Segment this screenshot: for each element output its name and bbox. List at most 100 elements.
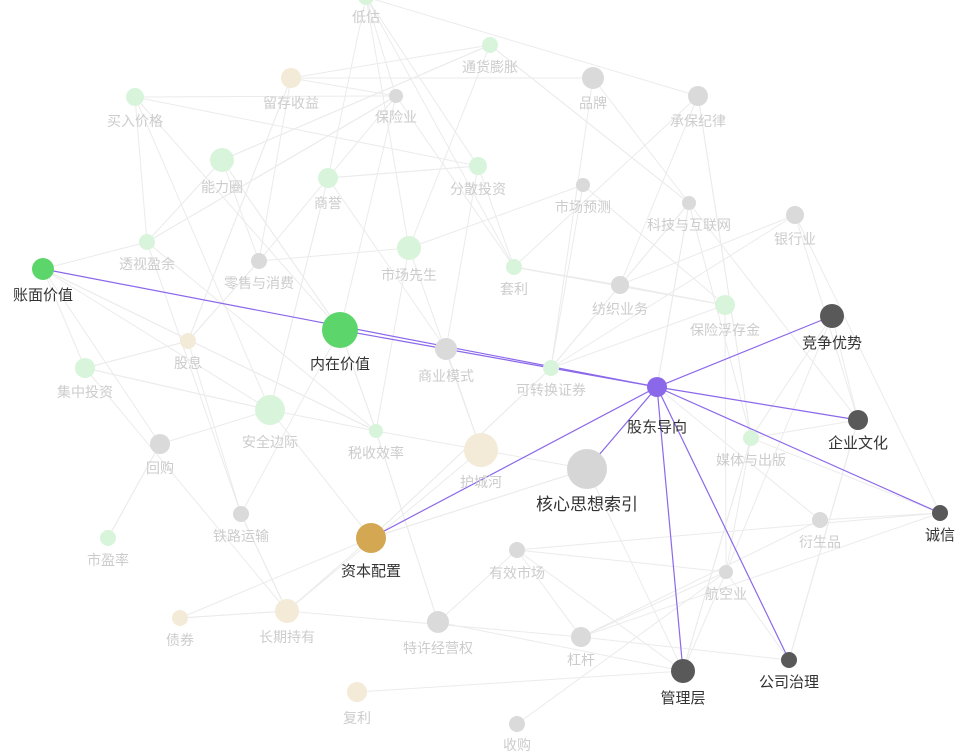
graph-node[interactable]: 税收效率 [348, 424, 404, 462]
graph-node[interactable]: 内在价值 [310, 312, 370, 373]
graph-node[interactable]: 通货膨胀 [462, 37, 518, 76]
node-circle[interactable] [567, 449, 607, 489]
graph-node[interactable]: 市场先生 [381, 236, 437, 284]
node-circle[interactable] [126, 88, 144, 106]
node-circle[interactable] [389, 89, 403, 103]
graph-node[interactable]: 纺织业务 [592, 276, 648, 318]
node-circle[interactable] [139, 234, 155, 250]
node-circle[interactable] [820, 304, 844, 328]
graph-node[interactable]: 安全边际 [242, 395, 298, 451]
graph-node[interactable]: 收购 [503, 716, 531, 753]
node-circle[interactable] [255, 395, 285, 425]
graph-node[interactable]: 分散投资 [450, 157, 506, 198]
graph-node[interactable]: 管理层 [660, 659, 706, 707]
node-circle[interactable] [427, 611, 449, 633]
graph-node[interactable]: 航空业 [705, 565, 747, 603]
node-circle[interactable] [482, 37, 498, 53]
graph-node[interactable]: 账面价值 [13, 258, 73, 304]
node-circle[interactable] [100, 530, 116, 546]
node-circle[interactable] [464, 433, 498, 467]
node-circle[interactable] [469, 157, 487, 175]
graph-node[interactable]: 长期持有 [259, 599, 315, 646]
graph-node[interactable]: 护城河 [460, 433, 502, 491]
node-circle[interactable] [75, 358, 95, 378]
graph-node[interactable]: 科技与互联网 [647, 196, 731, 234]
node-circle[interactable] [180, 333, 196, 349]
graph-node[interactable]: 衍生品 [799, 512, 841, 551]
graph-node[interactable]: 套利 [500, 259, 528, 298]
graph-node[interactable]: 零售与消费 [224, 253, 294, 292]
node-circle[interactable] [251, 253, 267, 269]
node-circle[interactable] [848, 410, 868, 430]
node-circle[interactable] [347, 682, 367, 702]
node-circle[interactable] [233, 506, 249, 522]
graph-node[interactable]: 能力圈 [201, 148, 243, 196]
graph-node[interactable]: 市盈率 [87, 530, 129, 569]
graph-node[interactable]: 复利 [343, 682, 371, 727]
graph-node[interactable]: 竞争优势 [802, 304, 862, 352]
node-circle[interactable] [582, 67, 604, 89]
graph-node[interactable]: 公司治理 [759, 652, 819, 691]
node-circle[interactable] [150, 434, 170, 454]
graph-node[interactable]: 商业模式 [418, 338, 474, 385]
node-circle[interactable] [611, 276, 629, 294]
graph-node[interactable]: 品牌 [579, 67, 607, 112]
node-circle[interactable] [275, 599, 299, 623]
graph-node[interactable]: 银行业 [774, 206, 816, 248]
node-circle[interactable] [812, 512, 828, 528]
node-circle[interactable] [715, 295, 735, 315]
graph-node[interactable]: 留存收益 [263, 68, 319, 112]
node-circle[interactable] [356, 523, 386, 553]
graph-node[interactable]: 股息 [174, 333, 202, 372]
node-circle[interactable] [932, 505, 948, 521]
node-circle[interactable] [688, 86, 708, 106]
node-circle[interactable] [172, 610, 188, 626]
node-circle[interactable] [786, 206, 804, 224]
node-circle[interactable] [509, 716, 525, 732]
graph-node[interactable]: 低估 [352, 0, 380, 26]
graph-node[interactable]: 商誉 [314, 168, 342, 212]
node-circle[interactable] [671, 659, 695, 683]
node-circle[interactable] [506, 259, 522, 275]
graph-node[interactable]: 保险浮存金 [690, 295, 760, 339]
node-circle[interactable] [781, 652, 797, 668]
graph-node[interactable]: 承保纪律 [670, 86, 726, 130]
node-circle[interactable] [210, 148, 234, 172]
graph-node[interactable]: 杠杆 [567, 627, 595, 669]
graph-node[interactable]: 铁路运输 [213, 506, 269, 545]
graph-node[interactable]: 媒体与出版 [716, 430, 786, 469]
node-circle[interactable] [682, 196, 696, 210]
node-circle[interactable] [322, 312, 358, 348]
graph-node[interactable]: 回购 [146, 434, 174, 477]
graph-node[interactable]: 特许经营权 [403, 611, 473, 657]
node-circle[interactable] [743, 430, 759, 446]
graph-node[interactable]: 集中投资 [57, 358, 113, 401]
node-circle[interactable] [369, 424, 383, 438]
graph-node[interactable]: 有效市场 [489, 542, 545, 582]
graph-node[interactable]: 保险业 [375, 89, 417, 126]
graph-node[interactable]: 核心思想索引 [536, 449, 638, 515]
node-label: 管理层 [660, 689, 705, 707]
node-circle[interactable] [397, 236, 421, 260]
graph-node[interactable]: 透视盈余 [119, 234, 175, 273]
graph-node[interactable]: 市场预测 [555, 178, 611, 216]
node-circle[interactable] [576, 178, 590, 192]
graph-node[interactable]: 买入价格 [107, 88, 163, 130]
node-circle[interactable] [647, 377, 667, 397]
node-circle[interactable] [543, 360, 559, 376]
node-circle[interactable] [32, 258, 54, 280]
graph-node[interactable]: 可转换证券 [516, 360, 586, 399]
node-circle[interactable] [571, 627, 591, 647]
graph-node[interactable]: 股东导向 [627, 377, 687, 436]
graph-node[interactable]: 企业文化 [828, 410, 888, 452]
graph-node[interactable]: 诚信 [925, 505, 955, 544]
node-circle[interactable] [435, 338, 457, 360]
graph-node[interactable]: 资本配置 [341, 523, 401, 580]
graph-node[interactable]: 债券 [166, 610, 194, 649]
node-circle[interactable] [281, 68, 301, 88]
node-circle[interactable] [358, 0, 374, 5]
node-circle[interactable] [719, 565, 733, 579]
node-circle[interactable] [509, 542, 525, 558]
node-circle[interactable] [318, 168, 338, 188]
